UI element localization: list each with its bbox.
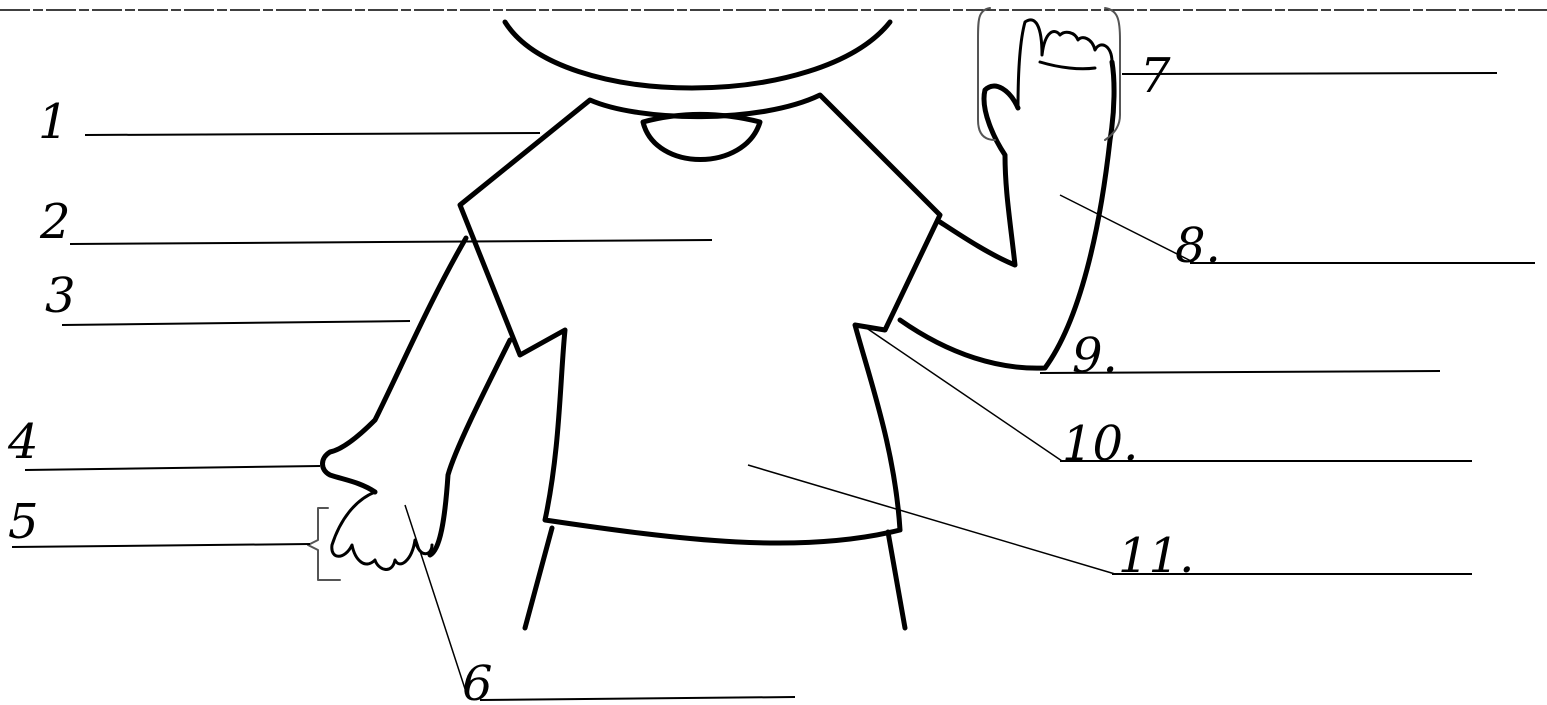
leader-line-11 bbox=[748, 465, 1115, 574]
label-1: 1 bbox=[38, 94, 69, 150]
label-10: 10. bbox=[1062, 416, 1138, 472]
blank-line-2 bbox=[70, 240, 712, 244]
left-arm-inner bbox=[430, 340, 510, 555]
label-7: 7 bbox=[1140, 48, 1171, 104]
blank-line-7 bbox=[1122, 73, 1497, 74]
left-hand-fingers bbox=[332, 492, 432, 569]
label-6: 6 bbox=[462, 656, 493, 705]
label-8: 8. bbox=[1175, 218, 1221, 274]
blank-line-4 bbox=[25, 466, 320, 470]
blank-line-3 bbox=[62, 321, 410, 325]
label-11: 11. bbox=[1118, 528, 1194, 584]
bracket-fingers-7 bbox=[978, 8, 1120, 140]
label-4: 4 bbox=[7, 414, 39, 470]
label-9: 9. bbox=[1072, 328, 1118, 384]
neck-outline bbox=[643, 115, 760, 160]
blank-line-5 bbox=[12, 544, 310, 547]
label-3: 3 bbox=[45, 268, 76, 324]
right-hand-fingers bbox=[1018, 20, 1112, 108]
label-5: 5 bbox=[8, 494, 39, 550]
left-arm-outline bbox=[323, 238, 467, 492]
leader-line-10 bbox=[862, 325, 1062, 461]
leader-line-6 bbox=[405, 505, 468, 698]
shirt-outline bbox=[460, 95, 940, 543]
child-figure bbox=[323, 20, 1115, 628]
blank-line-6 bbox=[480, 697, 795, 700]
blank-line-1 bbox=[85, 133, 540, 135]
head-outline bbox=[505, 22, 890, 88]
bracket-fingers-5 bbox=[308, 508, 340, 580]
label-2: 2 bbox=[39, 194, 71, 250]
